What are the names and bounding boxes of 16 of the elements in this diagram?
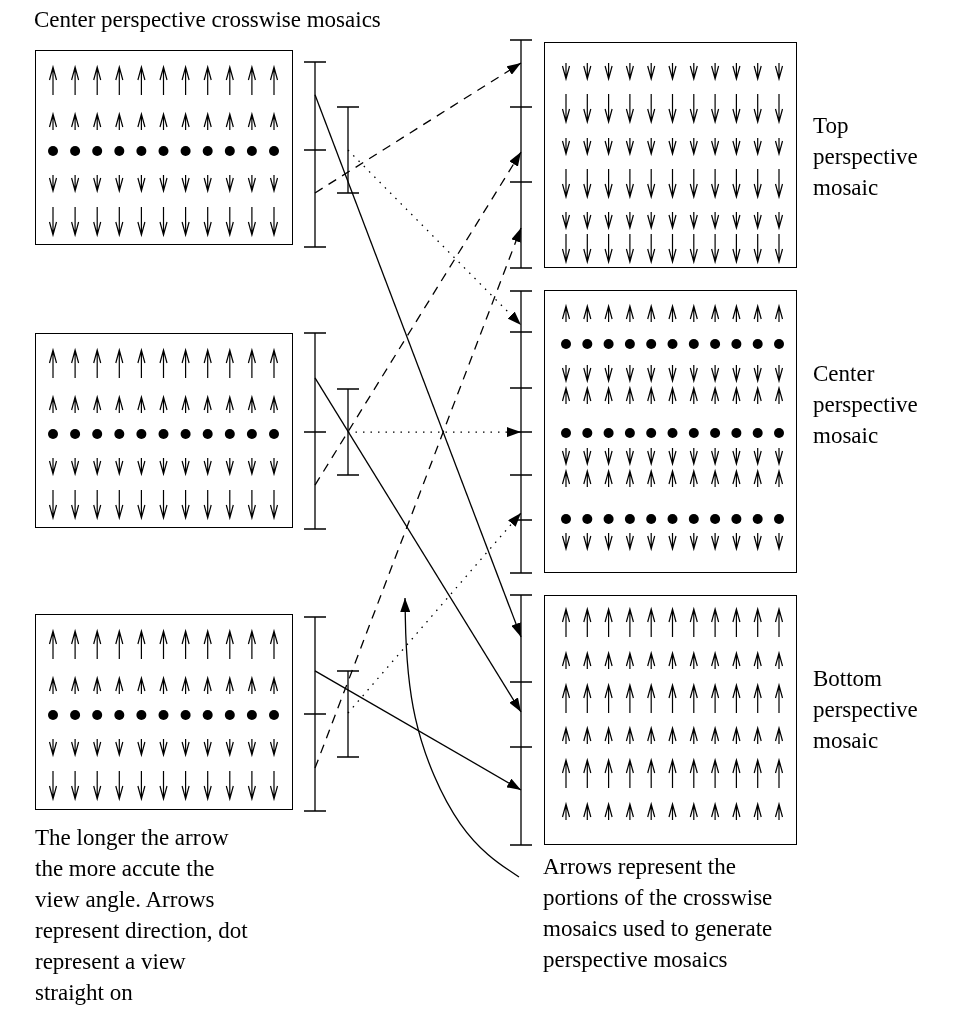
mosaic-caption: Bottom perspective mosaic	[813, 665, 919, 755]
arrow	[314, 670, 522, 791]
note-text: The longer the arrow the more accute the view angle. Arrows represent direction, dot represent a view straight on	[35, 824, 249, 1007]
curved-arrow	[400, 597, 520, 878]
arrow	[314, 377, 522, 713]
mosaic-caption: Center perspective mosaic	[813, 360, 919, 450]
arrow	[347, 512, 522, 714]
arrow	[347, 427, 522, 438]
heading: Center perspective crosswise mosaics	[34, 6, 381, 34]
arrow	[314, 151, 522, 486]
arrow	[314, 227, 522, 769]
arrow	[314, 62, 522, 194]
note-text: Arrows represent the portions of the crosswise mosaics used to generate perspective mosaics	[543, 851, 805, 975]
mosaic-caption: Top perspective mosaic	[813, 112, 919, 202]
arrow	[347, 149, 522, 326]
arrow	[314, 94, 522, 638]
